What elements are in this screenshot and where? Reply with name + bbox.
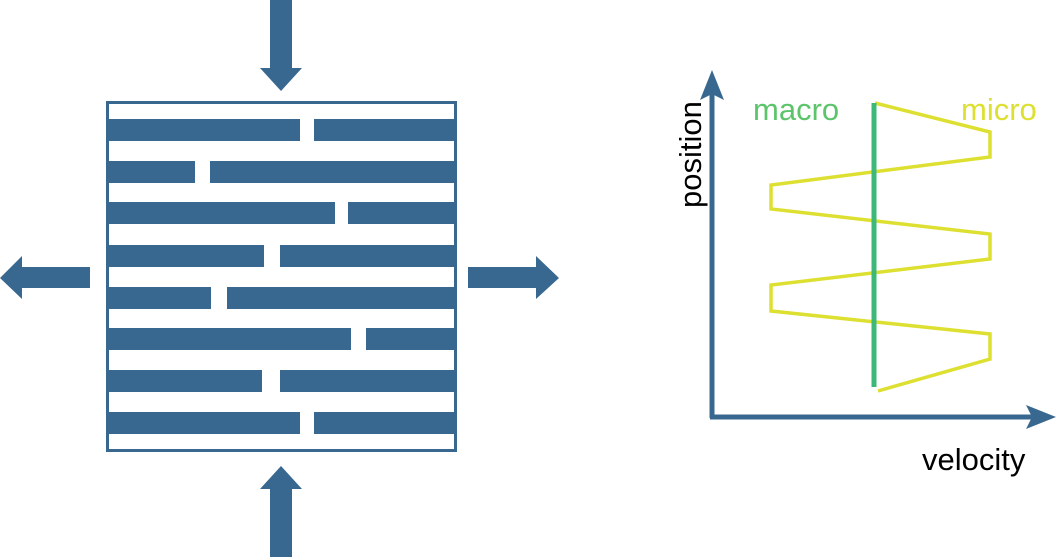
layer-bar: [108, 202, 335, 224]
micro-velocity-curve: [769, 101, 992, 393]
arrow-left-icon: [0, 256, 90, 299]
layer-bar: [314, 119, 454, 141]
velocity-profile-plot: macro micro velocity position: [673, 70, 1056, 477]
layer-bar: [280, 370, 454, 392]
arrow-up-icon: [260, 466, 302, 557]
micro-label: micro: [961, 92, 1037, 127]
layer-bar: [108, 328, 351, 350]
layer-bar: [280, 245, 454, 267]
layer-bar: [108, 412, 300, 434]
sample-layers: [108, 119, 454, 434]
y-axis-arrowhead-icon: [700, 70, 724, 100]
layer-bar: [108, 161, 195, 183]
arrow-right-icon: [468, 256, 559, 299]
layer-bar: [227, 287, 454, 309]
layer-bar: [314, 412, 454, 434]
y-axis-label: position: [673, 101, 708, 208]
x-axis-label: velocity: [922, 442, 1026, 477]
layer-bar: [348, 202, 454, 224]
layer-bar: [108, 245, 264, 267]
layer-bar: [366, 328, 454, 350]
macro-label: macro: [753, 92, 839, 127]
layer-bar: [210, 161, 454, 183]
sample-frame: [106, 101, 457, 452]
layer-bar: [108, 370, 262, 392]
x-axis-arrowhead-icon: [1026, 405, 1056, 429]
layer-bar: [108, 287, 211, 309]
layered-sample: [106, 101, 457, 452]
layer-bar: [108, 119, 300, 141]
arrow-down-icon: [260, 0, 302, 91]
